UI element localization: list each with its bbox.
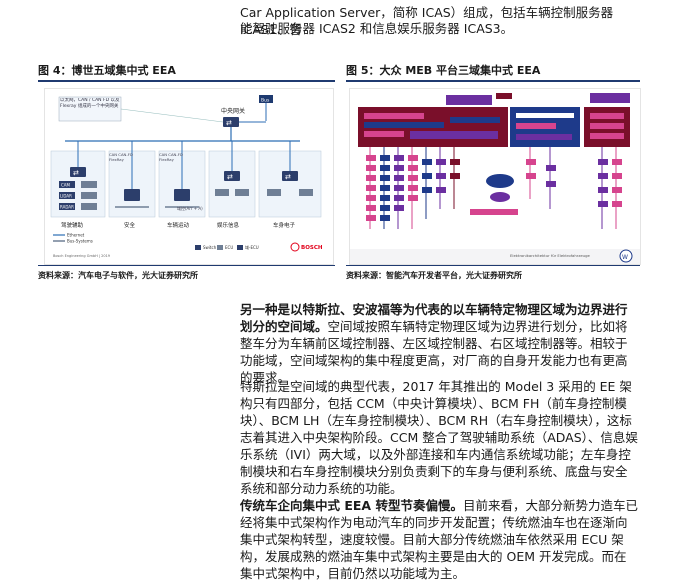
intro-paragraph-line2: 能驾驶服务器 ICAS2 和信息娱乐服务器 ICAS3。 xyxy=(240,21,514,36)
figure5-title-rule xyxy=(346,80,640,82)
svg-text:ECU: ECU xyxy=(225,245,233,250)
bosch-brand: BOSCH xyxy=(301,245,323,251)
intro-paragraph-line1: Car Application Server，简称 ICAS）组成，包括车辆控制… xyxy=(240,5,614,37)
vw-ecu-grid xyxy=(366,155,622,221)
bus-block xyxy=(259,95,273,103)
domain-infotainment: ⇄ 娱乐信息 xyxy=(208,141,256,229)
figure4-bottom-rule xyxy=(38,265,335,266)
bus-label: Bus xyxy=(261,98,270,104)
vw-meb-eea-svg: Elektronikarchitektur für Elektrofahrzeu… xyxy=(350,89,640,264)
svg-text:⇄: ⇄ xyxy=(285,173,291,181)
domain-driver-assist: ⇄ CAM LIDAR RADAR 驾驶辅助 xyxy=(50,141,106,229)
paragraph-traditional-oem-text: 目前来看，大部分新势力造车已经将集中式架构作为电动汽车的同步开发配置；传统燃油车… xyxy=(240,498,638,581)
figure5-footnote: Elektronikarchitektur für Elektrofahrzeu… xyxy=(510,253,590,258)
central-gateway-switch xyxy=(223,117,239,127)
figure5-diagram: Elektronikarchitektur für Elektrofahrzeu… xyxy=(349,88,641,265)
paragraph-spatial-domain-lead: 另一种是以特斯拉、安波福等为代表的以车辆特定物理区域为边界进行划分的空间域。 xyxy=(240,302,628,334)
domain-safety: CAN CAN-FD FlexRay 安全 xyxy=(108,141,156,229)
svg-text:Switch: Switch xyxy=(203,245,217,250)
domain-body-electronics: ⇄ 车身电子 xyxy=(258,141,322,229)
figure4-legend: Ethernet Bus-Systems Switch ECU 域-ECU xyxy=(53,233,259,250)
paragraph-traditional-oem: 传统车企向集中式 EEA 转型节奏偏慢。目前来看，大部分新势力造车已经将集中式架… xyxy=(240,497,638,582)
svg-text:W: W xyxy=(622,254,628,261)
central-gateway-label: 中央网关 xyxy=(221,107,245,115)
paragraph-spatial-domain-text: 空间域按照车辆特定物理区域为边界进行划分，比如将整车分为车辆前区域控制器、左区域… xyxy=(240,319,628,385)
domain-vehicle-motion: CAN CAN-FD FlexRay 车辆运动 xyxy=(158,141,206,229)
paragraph-tesla: 特斯拉是空间域的典型代表，2017 年其推出的 Model 3 采用的 EE 架… xyxy=(240,378,638,497)
svg-text:LIDAR: LIDAR xyxy=(60,194,72,199)
paragraph-spatial-domain: 另一种是以特斯拉、安波福等为代表的以车辆特定物理区域为边界进行划分的空间域。空间… xyxy=(240,301,638,386)
ethernet-note-box xyxy=(58,96,122,122)
domain-label-infotainment: 娱乐信息 xyxy=(217,221,240,229)
domain-label-safety: 安全 xyxy=(124,221,136,229)
domain-controller-note: 域控(Arr + A) xyxy=(177,205,203,211)
bosch-logo-icon xyxy=(290,242,300,252)
figure5-bottom-rule xyxy=(346,265,640,266)
figure4-diagram: 以太网，CAN / CAN FD 以及 Flexray 组成的一个中央网关 Bu… xyxy=(44,88,334,265)
vw-logo-icon xyxy=(619,249,633,263)
vw-node-dark xyxy=(486,174,514,188)
svg-text:Bus-Systems: Bus-Systems xyxy=(67,239,93,244)
svg-text:Ethernet: Ethernet xyxy=(67,233,85,238)
figure4-footnote: Bosch Engineering GmbH | 2019 xyxy=(53,254,110,258)
figure4-source: 资料来源：汽车电子与软件，光大证券研究所 xyxy=(38,271,198,280)
figure5-title: 图 5：大众 MEB 平台三域集中式 EEA xyxy=(346,64,541,77)
svg-text:⇄: ⇄ xyxy=(73,169,79,177)
domain-label-vehicle-motion: 车辆运动 xyxy=(167,221,190,229)
figure5-source: 资料来源：智能汽车开发者平台，光大证券研究所 xyxy=(346,271,522,280)
domain-label-body-electronics: 车身电子 xyxy=(273,221,296,229)
figure4-title: 图 4：博世五域集中式 EEA xyxy=(38,64,176,77)
paragraph-tesla-text: 特斯拉是空间域的典型代表，2017 年其推出的 Model 3 采用的 EE 架… xyxy=(240,379,638,496)
svg-text:⇄: ⇄ xyxy=(227,173,233,181)
svg-text:⇄: ⇄ xyxy=(226,119,232,127)
svg-text:域-ECU: 域-ECU xyxy=(245,244,259,250)
svg-text:CAM: CAM xyxy=(61,183,71,188)
figure4-title-rule xyxy=(38,80,335,82)
ethernet-note-text: 以太网，CAN / CAN FD 以及 Flexray 组成的一个中央网关 xyxy=(60,98,120,109)
domain-label-driver-assist: 驾驶辅助 xyxy=(61,221,84,229)
bosch-eea-svg: 以太网，CAN / CAN FD 以及 Flexray 组成的一个中央网关 Bu… xyxy=(50,95,323,258)
paragraph-traditional-oem-lead: 传统车企向集中式 EEA 转型节奏偏慢。 xyxy=(240,498,463,513)
svg-text:RADAR: RADAR xyxy=(60,205,74,210)
